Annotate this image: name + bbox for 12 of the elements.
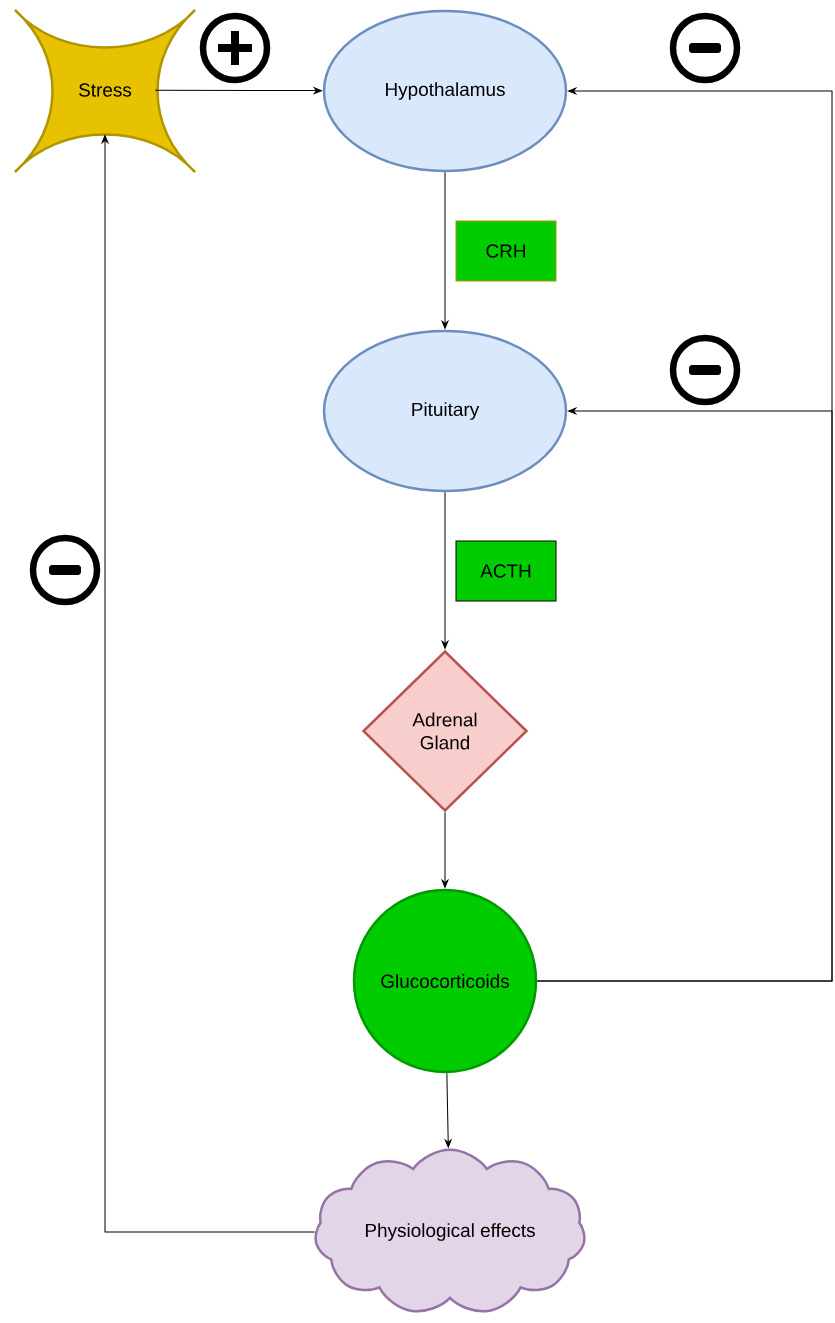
arrow <box>154 87 322 94</box>
arrow <box>101 135 316 1233</box>
arrow <box>444 1072 452 1148</box>
arrow <box>441 491 449 649</box>
ellipse-node: Hypothalamus <box>322 9 568 173</box>
arrow <box>441 811 449 888</box>
circle-node: Glucocorticoids <box>352 888 538 1074</box>
hormone-box: CRH <box>455 220 557 282</box>
ellipse-node: Pituitary <box>322 329 568 493</box>
arrow <box>536 87 833 982</box>
arrow <box>441 171 449 329</box>
hormone-box: ACTH <box>455 540 557 602</box>
